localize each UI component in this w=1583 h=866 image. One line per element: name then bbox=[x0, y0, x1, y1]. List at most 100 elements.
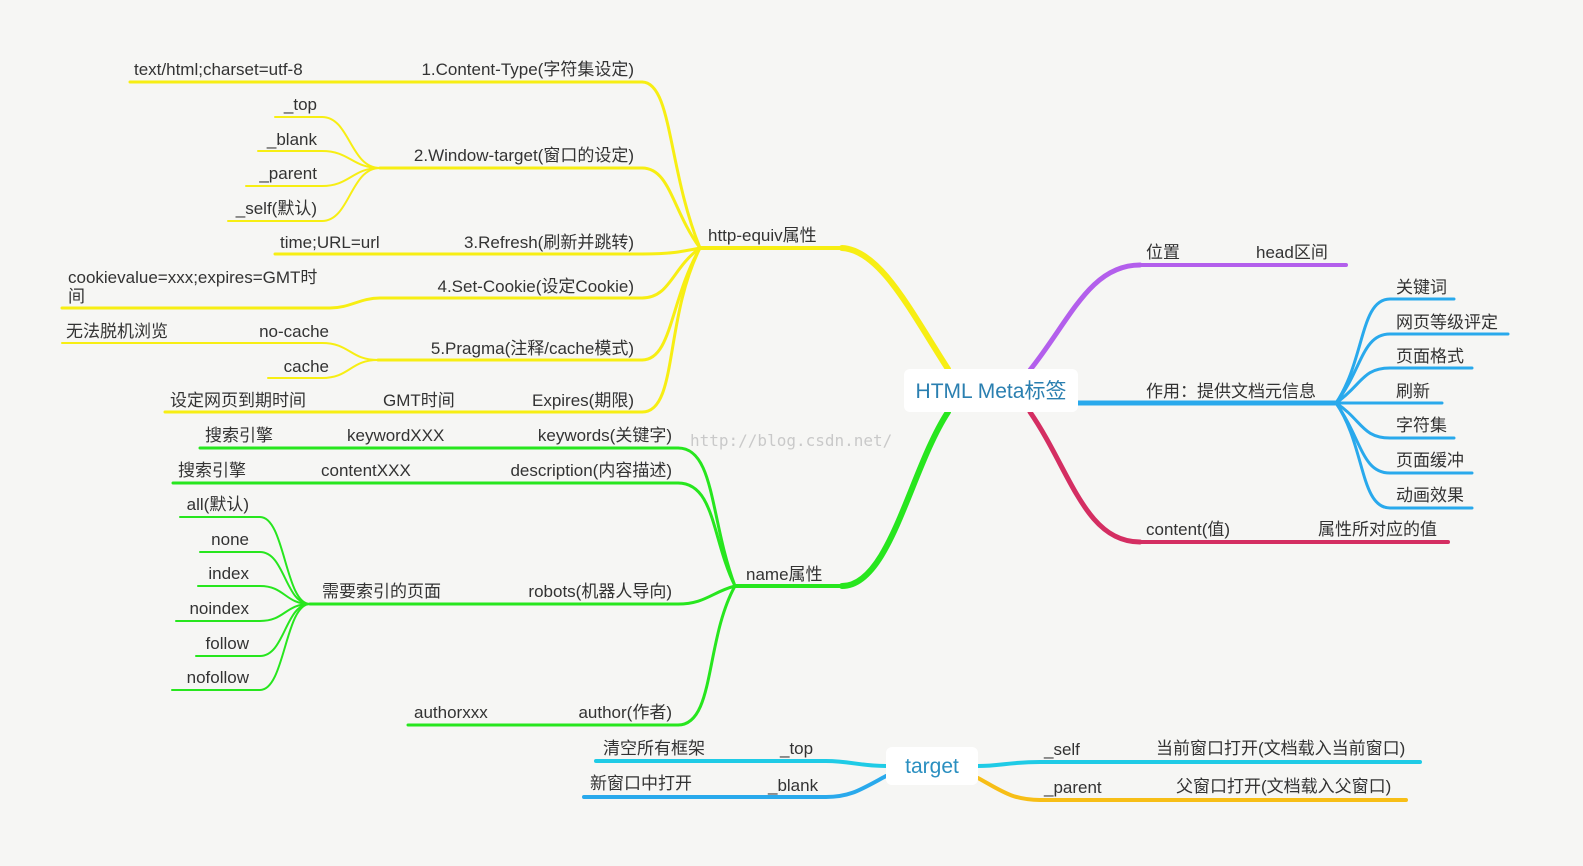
window-target-node[interactable]: 2.Window-target(窗口的设定) bbox=[414, 146, 634, 165]
connector bbox=[582, 774, 888, 799]
connector bbox=[171, 603, 311, 691]
watermark: http://blog.csdn.net/ bbox=[690, 431, 892, 450]
connector bbox=[61, 342, 379, 361]
position-node[interactable]: 位置 bbox=[1146, 243, 1180, 262]
name-node[interactable]: name属性 bbox=[746, 565, 823, 584]
expires-node[interactable]: Expires(期限) bbox=[532, 391, 634, 410]
connector bbox=[179, 516, 311, 605]
target-self-note[interactable]: 当前窗口打开(文档载入当前窗口) bbox=[1156, 739, 1405, 758]
connector bbox=[175, 603, 311, 622]
refresh-value[interactable]: time;URL=url bbox=[280, 233, 380, 252]
connector bbox=[839, 409, 951, 589]
name-branch bbox=[171, 409, 951, 727]
pragma-node[interactable]: 5.Pragma(注释/cache模式) bbox=[431, 339, 634, 358]
connector bbox=[640, 246, 702, 300]
purpose-item[interactable]: 字符集 bbox=[1396, 416, 1447, 435]
description-value[interactable]: contentXXX bbox=[321, 461, 411, 480]
content-node[interactable]: content(值) bbox=[1146, 520, 1230, 539]
robots-value[interactable]: 需要索引的页面 bbox=[322, 582, 441, 601]
connector bbox=[1334, 297, 1456, 405]
connector bbox=[274, 116, 381, 169]
robots-option[interactable]: none bbox=[211, 530, 249, 549]
window-target-option[interactable]: _blank bbox=[266, 130, 318, 149]
pragma-no-cache[interactable]: no-cache bbox=[259, 322, 329, 341]
content-value[interactable]: 属性所对应的值 bbox=[1318, 520, 1437, 539]
connector bbox=[257, 150, 381, 169]
window-target-option[interactable]: _parent bbox=[258, 164, 317, 183]
robots-option[interactable]: index bbox=[208, 564, 249, 583]
connector bbox=[1027, 409, 1143, 545]
robots-option[interactable]: all(默认) bbox=[187, 495, 249, 514]
pragma-no-cache-note[interactable]: 无法脱机浏览 bbox=[66, 322, 168, 341]
description-note[interactable]: 搜索引擎 bbox=[178, 461, 246, 480]
keywords-node[interactable]: keywords(关键字) bbox=[538, 426, 672, 445]
target-parent[interactable]: _parent bbox=[1043, 778, 1102, 797]
content-type-value[interactable]: text/html;charset=utf-8 bbox=[134, 60, 303, 79]
connector bbox=[976, 776, 1408, 802]
connector bbox=[1334, 366, 1474, 405]
connector bbox=[227, 167, 381, 222]
connector bbox=[60, 296, 644, 310]
window-target-option[interactable]: _top bbox=[283, 95, 317, 114]
connector bbox=[594, 759, 888, 768]
purpose-item[interactable]: 页面格式 bbox=[1396, 347, 1464, 366]
purpose-item[interactable]: 页面缓冲 bbox=[1396, 451, 1464, 470]
connector bbox=[1027, 262, 1143, 373]
purpose-node[interactable]: 作用：提供文档元信息 bbox=[1146, 382, 1316, 401]
connector bbox=[676, 584, 737, 606]
set-cookie-node[interactable]: 4.Set-Cookie(设定Cookie) bbox=[437, 277, 634, 296]
window-target-option[interactable]: _self(默认) bbox=[235, 199, 317, 218]
refresh-node[interactable]: 3.Refresh(刷新并跳转) bbox=[464, 233, 634, 252]
target-top-note[interactable]: 清空所有框架 bbox=[603, 739, 705, 758]
target-parent-note[interactable]: 父窗口打开(文档载入父窗口) bbox=[1176, 777, 1391, 796]
robots-option[interactable]: nofollow bbox=[187, 668, 250, 687]
connector bbox=[199, 551, 311, 605]
keywords-note[interactable]: 搜索引擎 bbox=[205, 426, 273, 445]
author-value[interactable]: authorxxx bbox=[414, 703, 488, 722]
connector bbox=[1334, 401, 1474, 510]
robots-option[interactable]: noindex bbox=[189, 599, 249, 618]
target-self[interactable]: _self bbox=[1043, 740, 1080, 759]
target-branch bbox=[582, 759, 1422, 802]
purpose-item[interactable]: 关键词 bbox=[1396, 278, 1447, 297]
connector bbox=[676, 481, 737, 588]
expires-value[interactable]: GMT时间 bbox=[383, 391, 455, 410]
http-equiv-branch bbox=[60, 80, 951, 414]
target-top[interactable]: _top bbox=[779, 739, 813, 758]
connector bbox=[640, 166, 702, 250]
connector bbox=[676, 446, 737, 588]
pragma-cache[interactable]: cache bbox=[284, 357, 329, 376]
root-node[interactable]: HTML Meta标签 bbox=[916, 380, 1067, 403]
keywords-value[interactable]: keywordXXX bbox=[347, 426, 444, 445]
content-type-node[interactable]: 1.Content-Type(字符集设定) bbox=[421, 60, 634, 79]
connector bbox=[640, 80, 702, 250]
purpose-item[interactable]: 动画效果 bbox=[1396, 486, 1464, 505]
connector bbox=[976, 760, 1422, 768]
root-box bbox=[904, 369, 1078, 412]
author-node[interactable]: author(作者) bbox=[578, 703, 672, 722]
robots-option[interactable]: follow bbox=[206, 634, 250, 653]
connector bbox=[267, 359, 379, 379]
http-equiv-node[interactable]: http-equiv属性 bbox=[708, 226, 817, 245]
purpose-branch bbox=[1075, 297, 1510, 510]
connector bbox=[1334, 401, 1456, 440]
target-node[interactable]: target bbox=[905, 755, 959, 778]
purpose-item[interactable]: 刷新 bbox=[1396, 382, 1430, 401]
position-value[interactable]: head区间 bbox=[1256, 243, 1328, 262]
purpose-item[interactable]: 网页等级评定 bbox=[1396, 313, 1498, 332]
connector bbox=[640, 246, 702, 414]
description-node[interactable]: description(内容描述) bbox=[510, 461, 672, 480]
target-blank-note[interactable]: 新窗口中打开 bbox=[590, 774, 692, 793]
set-cookie-value[interactable]: cookievalue=xxx;expires=GMT时 bbox=[68, 268, 317, 287]
expires-note[interactable]: 设定网页到期时间 bbox=[170, 391, 306, 410]
position-branch bbox=[1027, 262, 1348, 373]
connector bbox=[1334, 332, 1510, 405]
robots-node[interactable]: robots(机器人导向) bbox=[528, 582, 672, 601]
connector bbox=[197, 585, 311, 605]
connector bbox=[676, 584, 737, 727]
target-box bbox=[886, 747, 978, 785]
set-cookie-value-cont: 间 bbox=[68, 287, 85, 306]
connector bbox=[640, 246, 702, 256]
target-blank[interactable]: _blank bbox=[767, 776, 819, 795]
